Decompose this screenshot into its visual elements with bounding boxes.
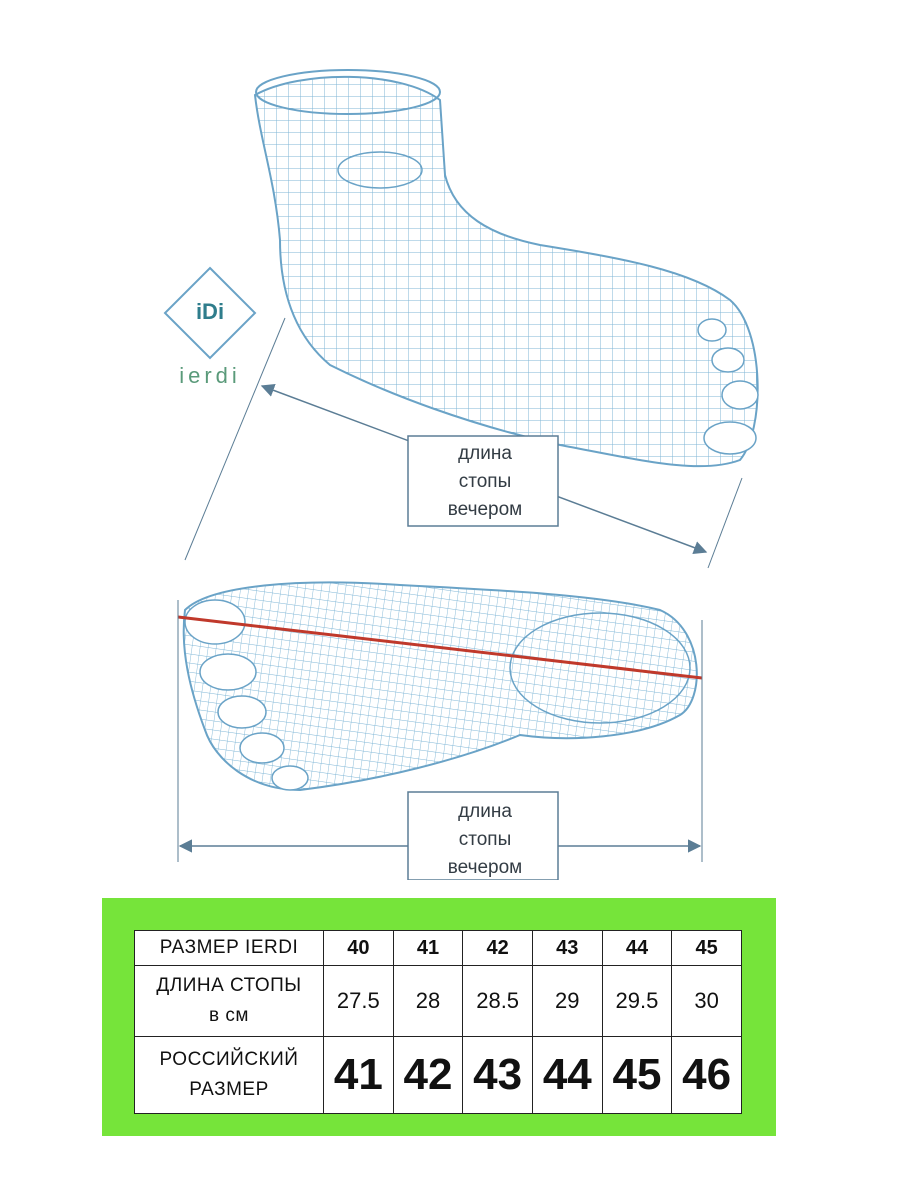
- row-header-ierdi-size: РАЗМЕР IERDI: [134, 930, 324, 966]
- table-cell: 43: [462, 1036, 533, 1114]
- table-cell: 45: [601, 1036, 673, 1114]
- foot-diagram: [163, 69, 759, 880]
- side-extension-heel: [184, 317, 286, 561]
- logo-badge-text: iDi: [195, 299, 225, 324]
- table-row-ierdi-size: РАЗМЕР IERDI 40 41 42 43 44 45: [134, 930, 742, 966]
- side-extension-toe: [707, 477, 743, 569]
- table-cell: 30: [671, 965, 742, 1037]
- table-cell: 42: [462, 930, 533, 966]
- table-cell: 29: [531, 965, 603, 1037]
- table-cell: 41: [323, 1036, 394, 1114]
- table-cell: 45: [671, 930, 742, 966]
- table-cell: 27.5: [323, 965, 394, 1037]
- logo-wordmark: ierdi: [179, 363, 241, 388]
- table-row-foot-length: ДЛИНА СТОПЫ в см 27.5 28 28.5 29 29.5 30: [134, 965, 742, 1037]
- table-cell: 44: [601, 930, 673, 966]
- table-cell: 28.5: [462, 965, 533, 1037]
- table-cell: 28: [392, 965, 464, 1037]
- table-cell: 29.5: [601, 965, 673, 1037]
- size-table: РАЗМЕР IERDI 40 41 42 43 44 45 ДЛИНА СТО…: [134, 930, 742, 1114]
- row-header-russian-size: РОССИЙСКИЙ РАЗМЕР: [134, 1036, 324, 1114]
- table-cell: 40: [323, 930, 394, 966]
- table-cell: 46: [671, 1036, 742, 1114]
- table-cell: 41: [392, 930, 464, 966]
- foot-axis-line: [177, 615, 703, 680]
- row-header-foot-length: ДЛИНА СТОПЫ в см: [134, 965, 324, 1037]
- table-cell: 42: [392, 1036, 464, 1114]
- logo-mark: [163, 266, 257, 360]
- foot-side-view: [253, 69, 759, 468]
- foot-sole-view: [182, 581, 698, 792]
- side-label-box: [407, 435, 559, 527]
- table-row-russian-size: РОССИЙСКИЙ РАЗМЕР 41 42 43 44 45 46: [134, 1036, 742, 1114]
- logo: iDi ierdi: [160, 265, 260, 395]
- side-length-label: длина стопы вечером: [447, 443, 523, 520]
- sole-label-box: [407, 791, 559, 880]
- table-cell: 44: [531, 1036, 603, 1114]
- table-cell: 43: [531, 930, 603, 966]
- sole-length-label: длина стопы вечером: [447, 801, 523, 878]
